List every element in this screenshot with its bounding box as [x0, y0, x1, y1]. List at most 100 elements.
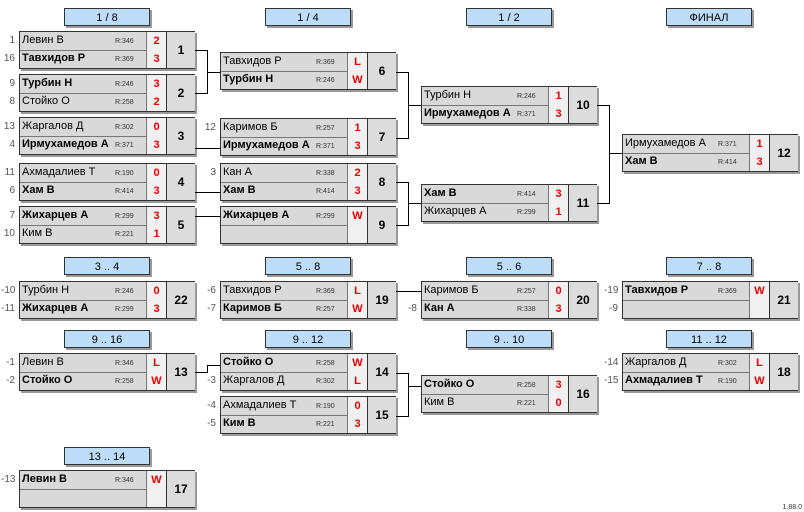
player-score: [749, 300, 769, 318]
match-number: 8: [367, 164, 396, 200]
connector-line: [597, 203, 610, 204]
player-name: Ким В: [22, 227, 53, 239]
player-rating: R:221: [517, 400, 536, 407]
player-name: Ахмадалиев Т: [223, 399, 297, 411]
player-rating: R:246: [115, 288, 134, 295]
match-number: 18: [769, 354, 798, 390]
connector-line: [195, 216, 220, 217]
match-number: 5: [166, 207, 195, 243]
player-rating: R:369: [718, 288, 737, 295]
player-name: Левин В: [22, 356, 64, 368]
seed-label: 7: [9, 210, 15, 221]
connector-line: [207, 365, 220, 366]
player-name: Стойко О: [22, 95, 70, 107]
player-rating: R:346: [115, 477, 134, 484]
player-name: Жихарцев А: [223, 209, 290, 221]
player-name: Тавхидов Р: [223, 55, 282, 67]
round-header: 9 .. 10: [466, 330, 552, 348]
player-score: 3: [146, 50, 166, 68]
player-rating: R:246: [517, 93, 536, 100]
seed-label: -15: [604, 375, 619, 386]
connector-line: [609, 105, 610, 204]
seed-label: 13: [3, 121, 15, 132]
seed-label: 3: [210, 167, 216, 178]
player-score: 3: [749, 153, 769, 171]
round-header: 13 .. 14: [64, 447, 150, 465]
player-row: [221, 225, 367, 243]
player-rating: R:258: [517, 382, 536, 389]
player-score: 3: [347, 415, 367, 433]
player-name: Турбин Н: [22, 77, 73, 89]
player-score: 3: [347, 137, 367, 155]
seed-label: 11: [4, 167, 15, 178]
connector-line: [396, 72, 409, 73]
player-score: 3: [548, 105, 568, 123]
player-name: Ахмадалиев Т: [22, 166, 96, 178]
player-rating: R:369: [316, 288, 335, 295]
player-name: Хам В: [223, 184, 256, 196]
seed-label: -7: [207, 303, 216, 314]
round-header: 1 / 2: [466, 8, 552, 26]
match-number: 4: [166, 164, 195, 200]
player-score: 2: [146, 32, 166, 50]
seed-label: -8: [408, 303, 417, 314]
player-name: Жихарцев А: [22, 209, 89, 221]
player-name: Каримов Б: [223, 121, 278, 133]
player-name: Ирмухамедов А: [424, 107, 511, 119]
match-number: 15: [367, 397, 396, 433]
player-rating: R:302: [316, 378, 335, 385]
player-rating: R:299: [115, 213, 134, 220]
player-score: 3: [146, 136, 166, 154]
player-name: Хам В: [424, 187, 457, 199]
player-score: 3: [146, 207, 166, 225]
seed-label: 9: [9, 78, 15, 89]
player-score: 1: [548, 203, 568, 221]
player-score: L: [749, 354, 769, 372]
connector-line: [195, 50, 208, 51]
match-number: 11: [568, 185, 597, 221]
seed-label: 8: [9, 96, 15, 107]
player-rating: R:414: [316, 188, 335, 195]
connector-line: [195, 372, 208, 373]
player-score: 0: [548, 394, 568, 412]
player-rating: R:414: [517, 191, 536, 198]
connector-line: [408, 182, 409, 226]
player-score: 3: [146, 182, 166, 200]
match-number: 16: [568, 376, 597, 412]
